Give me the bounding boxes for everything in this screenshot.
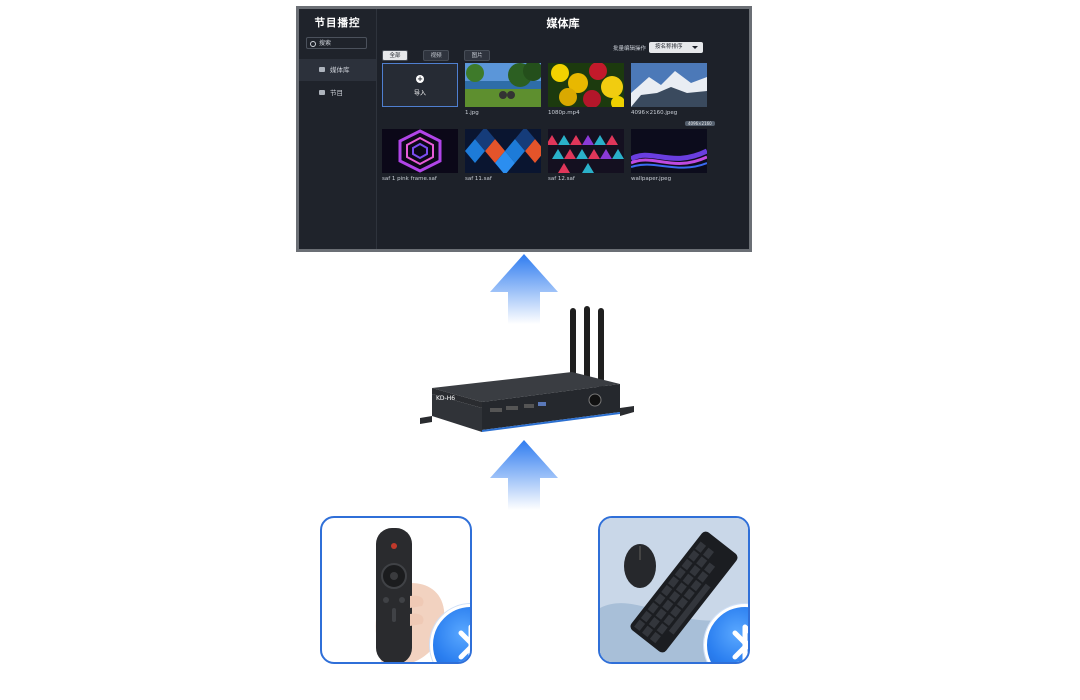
- import-card[interactable]: + 导入: [382, 63, 458, 107]
- media-library-screen: 节目播控 搜索 媒体库 节目 媒体库 全部 视频 图片 批量编辑操作 按名称排序: [296, 6, 752, 252]
- import-tile: + 导入: [382, 63, 458, 107]
- search-input[interactable]: 搜索: [306, 37, 367, 49]
- media-thumbnail: [548, 129, 624, 173]
- sidebar-item-program[interactable]: 节目: [299, 82, 376, 104]
- resolution-badge: 4096×2160: [685, 121, 715, 126]
- media-name: saf 1 pink frame.saf: [382, 176, 437, 182]
- antenna-icon: [570, 308, 576, 388]
- sidebar-item-label: 节目: [330, 89, 343, 97]
- media-name: 1.jpg: [465, 110, 479, 116]
- tab-image[interactable]: 图片: [464, 50, 491, 61]
- remote-control-icon: [375, 528, 445, 662]
- up-arrow-icon: [490, 440, 558, 510]
- sort-label: 按名称排序: [655, 44, 683, 50]
- page-title: 媒体库: [546, 17, 580, 30]
- tab-all[interactable]: 全部: [382, 50, 408, 61]
- media-item[interactable]: 1.jpg: [465, 63, 541, 116]
- device-label: KD-H6: [436, 395, 455, 402]
- media-item[interactable]: 4096×2160 4096×2160.jpeg: [631, 63, 715, 126]
- media-thumbnail: [631, 63, 707, 107]
- main-panel: 媒体库 全部 视频 图片 批量编辑操作 按名称排序 + 导入: [377, 9, 749, 249]
- media-item[interactable]: saf 11.saf: [465, 129, 541, 182]
- app-title: 节目播控: [314, 17, 361, 29]
- bluetooth-icon: [704, 604, 748, 662]
- media-player-device: KD-H6: [420, 306, 634, 432]
- media-thumbnail: [382, 129, 458, 173]
- media-thumbnail: [465, 63, 541, 107]
- antenna-icon: [584, 306, 590, 388]
- media-item[interactable]: saf 1 pink frame.saf: [382, 129, 458, 182]
- media-name: saf 12.saf: [548, 176, 575, 182]
- sort-dropdown[interactable]: 按名称排序: [649, 42, 703, 53]
- media-thumbnail: [548, 63, 624, 107]
- media-name: wallpaper.jpeg: [631, 176, 672, 182]
- antenna-icon: [598, 308, 604, 388]
- keyboard-mouse-box: [598, 516, 750, 664]
- media-name: 4096×2160.jpeg: [631, 110, 678, 116]
- media-thumbnail: [465, 129, 541, 173]
- camera-icon: [319, 67, 325, 72]
- remote-control-box: [320, 516, 472, 664]
- chevron-down-icon: [692, 46, 698, 49]
- media-item[interactable]: wallpaper.jpeg: [631, 129, 707, 182]
- search-icon: [310, 41, 316, 47]
- sidebar: 节目播控 搜索 媒体库 节目: [299, 9, 377, 249]
- plus-icon: +: [416, 75, 424, 83]
- filter-tabs: 全部 视频 图片: [382, 42, 491, 61]
- sidebar-item-label: 媒体库: [330, 66, 350, 74]
- media-name: 1080p.mp4: [548, 110, 580, 116]
- media-item[interactable]: saf 12.saf: [548, 129, 624, 182]
- sidebar-item-media[interactable]: 媒体库: [299, 59, 376, 81]
- media-thumbnail: [631, 129, 707, 173]
- batch-edit-link[interactable]: 批量编辑操作: [613, 46, 647, 52]
- search-placeholder: 搜索: [319, 40, 332, 47]
- media-name: saf 11.saf: [465, 176, 492, 182]
- tab-video[interactable]: 视频: [423, 50, 450, 61]
- import-label: 导入: [413, 90, 426, 97]
- trash-icon: [319, 90, 325, 95]
- up-arrow-icon: [490, 254, 558, 324]
- media-item[interactable]: 1080p.mp4: [548, 63, 624, 116]
- bluetooth-icon: [430, 604, 470, 662]
